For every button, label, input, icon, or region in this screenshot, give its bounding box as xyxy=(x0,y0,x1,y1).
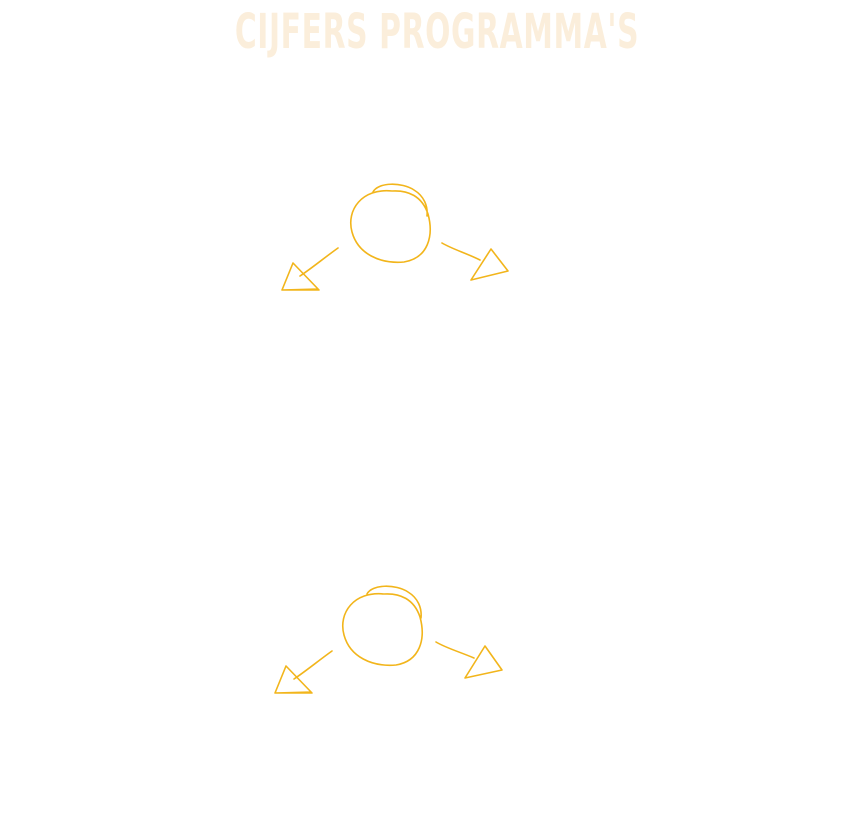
arrow-down-left-icon xyxy=(281,247,339,291)
hand-drawn-circle-icon xyxy=(350,183,431,264)
arrow-down-left-icon xyxy=(274,650,333,694)
diagram-1 xyxy=(281,183,509,291)
diagram-2 xyxy=(274,585,503,694)
arrow-right-icon xyxy=(435,641,503,679)
arrow-right-icon xyxy=(441,242,509,281)
page-title: CIJFERS PROGRAMMA'S xyxy=(234,4,640,60)
hand-drawn-circle-icon xyxy=(342,585,423,667)
